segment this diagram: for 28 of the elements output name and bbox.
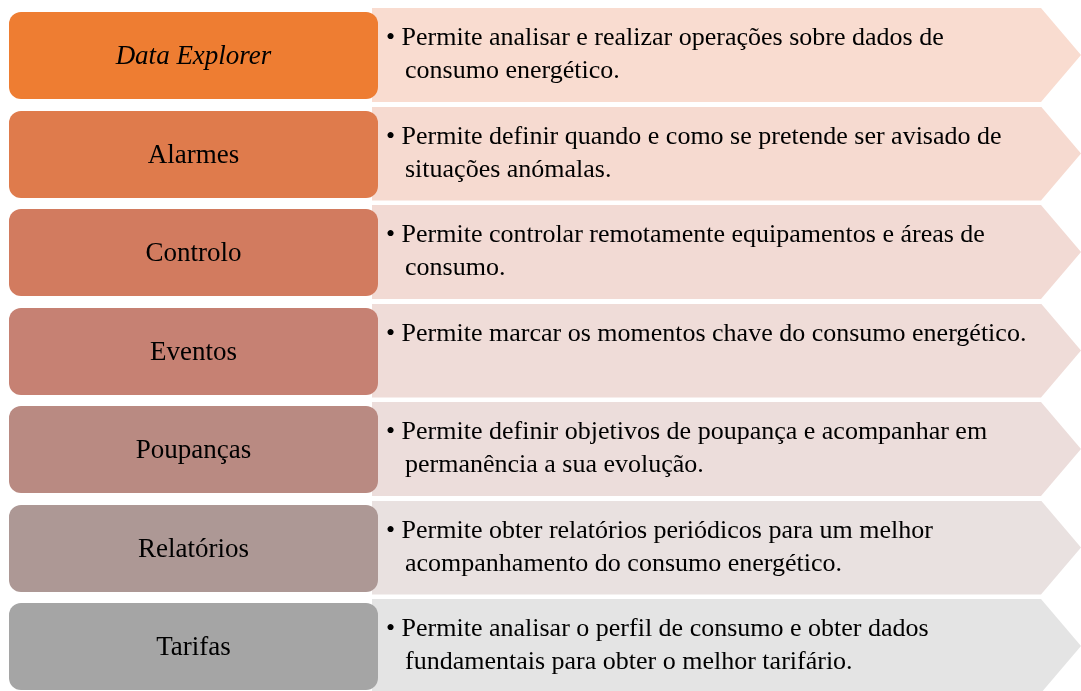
description-text: • Permite obter relatórios periódicos para um melhor acompanhamento do consumo energético.	[386, 513, 934, 579]
category-label: Eventos	[150, 334, 237, 368]
description-banner	[372, 599, 1081, 691]
category-label: Poupanças	[135, 433, 252, 467]
category-box	[9, 307, 378, 395]
category-box	[9, 12, 378, 99]
description-banner	[372, 402, 1081, 496]
description-text: • Permite definir quando e como se pretende ser avisado de situações anómalas.	[386, 119, 1003, 185]
category-label: Alarmes	[147, 137, 240, 171]
category-label: Relatórios	[138, 531, 249, 565]
description-text: • Permite definir objetivos de poupança e acompanhar em permanência a sua evolução.	[386, 415, 989, 480]
description-banner	[372, 106, 1081, 201]
category-label: Controlo	[145, 236, 242, 270]
description-text: • Permite analisar o perfil de consumo e obter dados fundamentais para obter o melhor tarifário.	[386, 612, 930, 677]
category-box	[9, 110, 378, 198]
description-banner	[372, 205, 1081, 299]
category-label: Data Explorer	[115, 39, 272, 73]
description-text: • Permite controlar remotamente equipamentos e áreas de consumo.	[386, 218, 986, 283]
description-text: • Permite marcar os momentos chave do consumo energético.	[386, 316, 1028, 349]
category-label: Tarifas	[156, 630, 231, 664]
description-banner	[372, 303, 1081, 398]
description-banner	[372, 500, 1081, 595]
category-box	[9, 603, 378, 690]
description-banner	[372, 8, 1081, 102]
category-box	[9, 504, 378, 592]
category-box	[9, 209, 378, 296]
category-box	[9, 406, 378, 493]
description-text: • Permite analisar e realizar operações sobre dados de consumo energético.	[386, 21, 945, 86]
